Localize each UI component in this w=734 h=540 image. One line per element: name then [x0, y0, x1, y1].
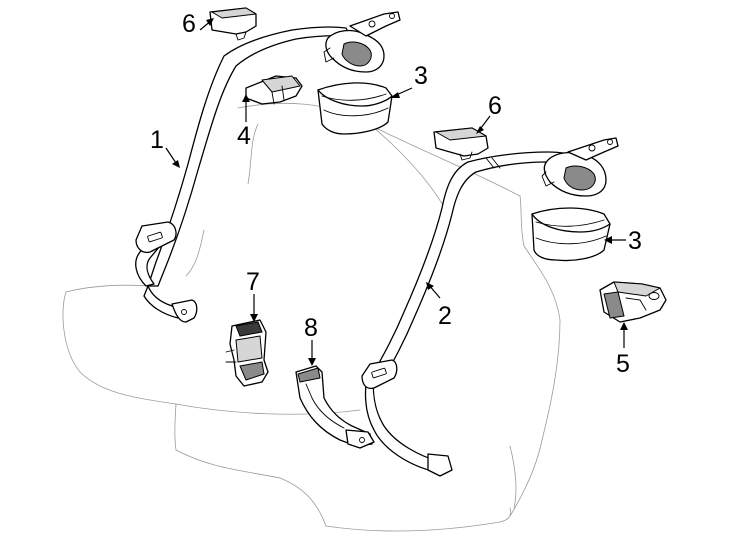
callout-2: 2	[438, 302, 452, 330]
callout-6-left: 6	[182, 10, 196, 38]
callout-4: 4	[237, 122, 251, 150]
seat-belt-buckle	[225, 319, 269, 387]
left-belt-guide-cover	[209, 7, 257, 41]
left-seat-belt-assembly	[135, 11, 401, 323]
rear-seat-outline	[62, 102, 561, 532]
center-buckle-strap	[295, 365, 375, 449]
right-storage-bin	[531, 207, 611, 262]
callout-labels: 6 1 4 3 6 3 5 2 7 8	[150, 10, 642, 378]
callout-5: 5	[616, 350, 630, 378]
left-storage-bin	[317, 82, 393, 135]
callout-6-right: 6	[488, 92, 502, 120]
callout-leaders	[165, 18, 628, 366]
buckle-anchor-bracket	[599, 281, 667, 323]
callout-8: 8	[304, 314, 318, 342]
callout-3-left: 3	[414, 62, 428, 90]
callout-7: 7	[246, 268, 260, 296]
right-belt-guide-cover	[433, 127, 489, 161]
callout-1: 1	[150, 126, 164, 154]
right-seat-belt-assembly	[361, 137, 619, 477]
upper-belt-guide-bracket	[245, 75, 303, 105]
callout-3-right: 3	[628, 227, 642, 255]
